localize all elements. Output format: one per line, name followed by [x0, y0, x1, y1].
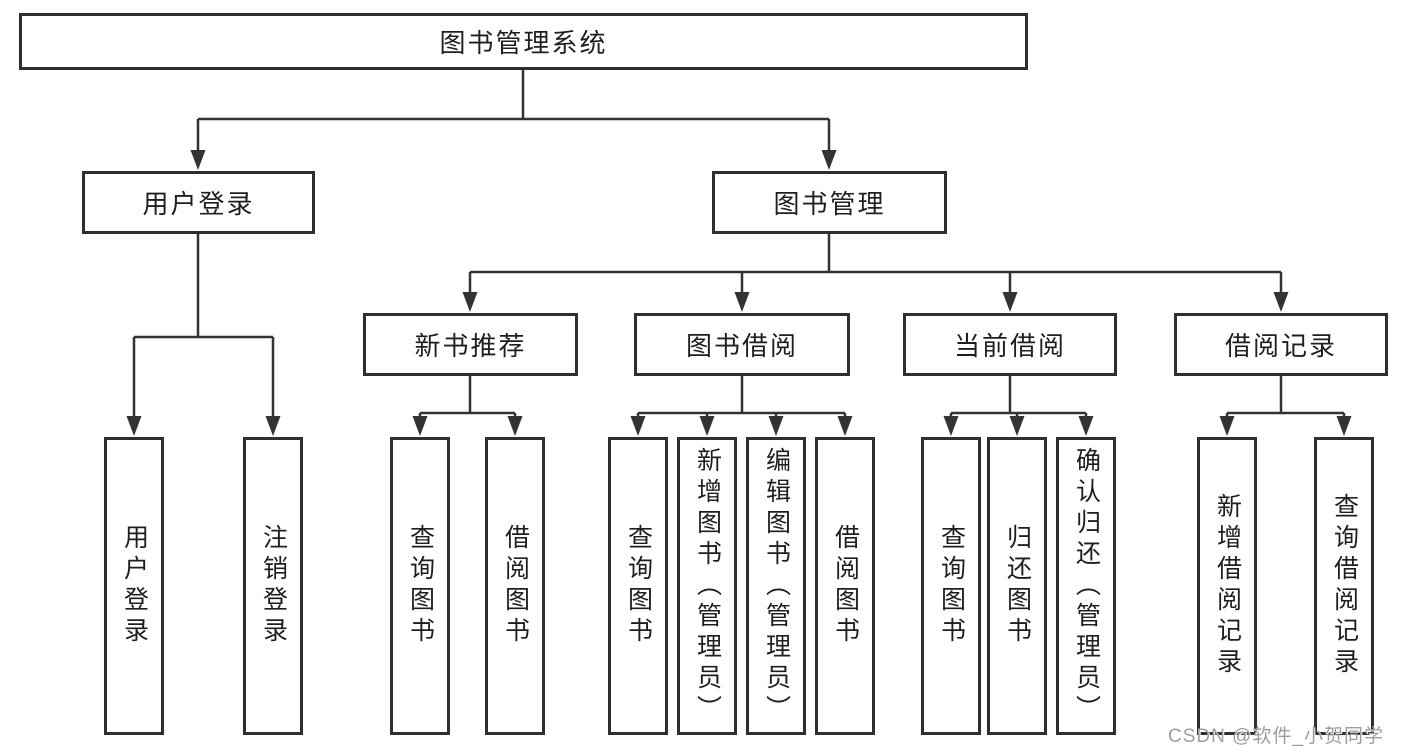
- leaf-query-borrow-record: 查询借阅记录: [1314, 437, 1374, 735]
- leaf-logout: 注销登录: [243, 437, 303, 735]
- node-book-management: 图书管理: [712, 171, 947, 234]
- node-current-borrowing: 当前借阅: [903, 313, 1117, 376]
- node-borrowing-records: 借阅记录: [1174, 313, 1388, 376]
- leaf-confirm-return-admin: 确认归还（管理员）: [1056, 437, 1116, 735]
- leaf-label: 确认归还（管理员）: [1072, 446, 1101, 726]
- leaf-label: 注销登录: [259, 524, 288, 648]
- leaf-return-book: 归还图书: [987, 437, 1047, 735]
- leaf-label: 归还图书: [1003, 524, 1032, 648]
- leaf-edit-book-admin: 编辑图书（管理员）: [746, 437, 806, 735]
- leaf-add-book-admin: 新增图书（管理员）: [677, 437, 737, 735]
- leaf-label: 查询图书: [937, 524, 966, 648]
- leaf-label: 借阅图书: [831, 524, 860, 648]
- leaf-label: 新增图书（管理员）: [693, 446, 722, 726]
- node-new-book-recommend: 新书推荐: [363, 313, 578, 376]
- node-book-borrowing: 图书借阅: [634, 313, 850, 376]
- leaf-borrow-books-recommend: 借阅图书: [485, 437, 545, 735]
- leaf-query-books-current: 查询图书: [921, 437, 981, 735]
- arrowheads: [126, 150, 1352, 436]
- leaf-label: 查询借阅记录: [1330, 493, 1359, 679]
- leaf-label: 查询图书: [406, 524, 435, 648]
- leaf-query-books-recommend: 查询图书: [390, 437, 450, 735]
- leaf-label: 用户登录: [120, 524, 149, 648]
- leaf-label: 查询图书: [624, 524, 653, 648]
- leaf-user-login: 用户登录: [104, 437, 164, 735]
- node-library-system: 图书管理系统: [19, 13, 1028, 70]
- leaf-label: 借阅图书: [501, 524, 530, 648]
- leaf-query-books-borrowing: 查询图书: [608, 437, 668, 735]
- leaf-label: 新增借阅记录: [1213, 493, 1242, 679]
- node-user-login: 用户登录: [82, 171, 315, 234]
- leaf-label: 编辑图书（管理员）: [762, 446, 791, 726]
- leaf-add-borrow-record: 新增借阅记录: [1197, 437, 1257, 735]
- watermark: CSDN @软件_小贺同学: [1168, 726, 1384, 747]
- leaf-borrow-books-borrowing: 借阅图书: [815, 437, 875, 735]
